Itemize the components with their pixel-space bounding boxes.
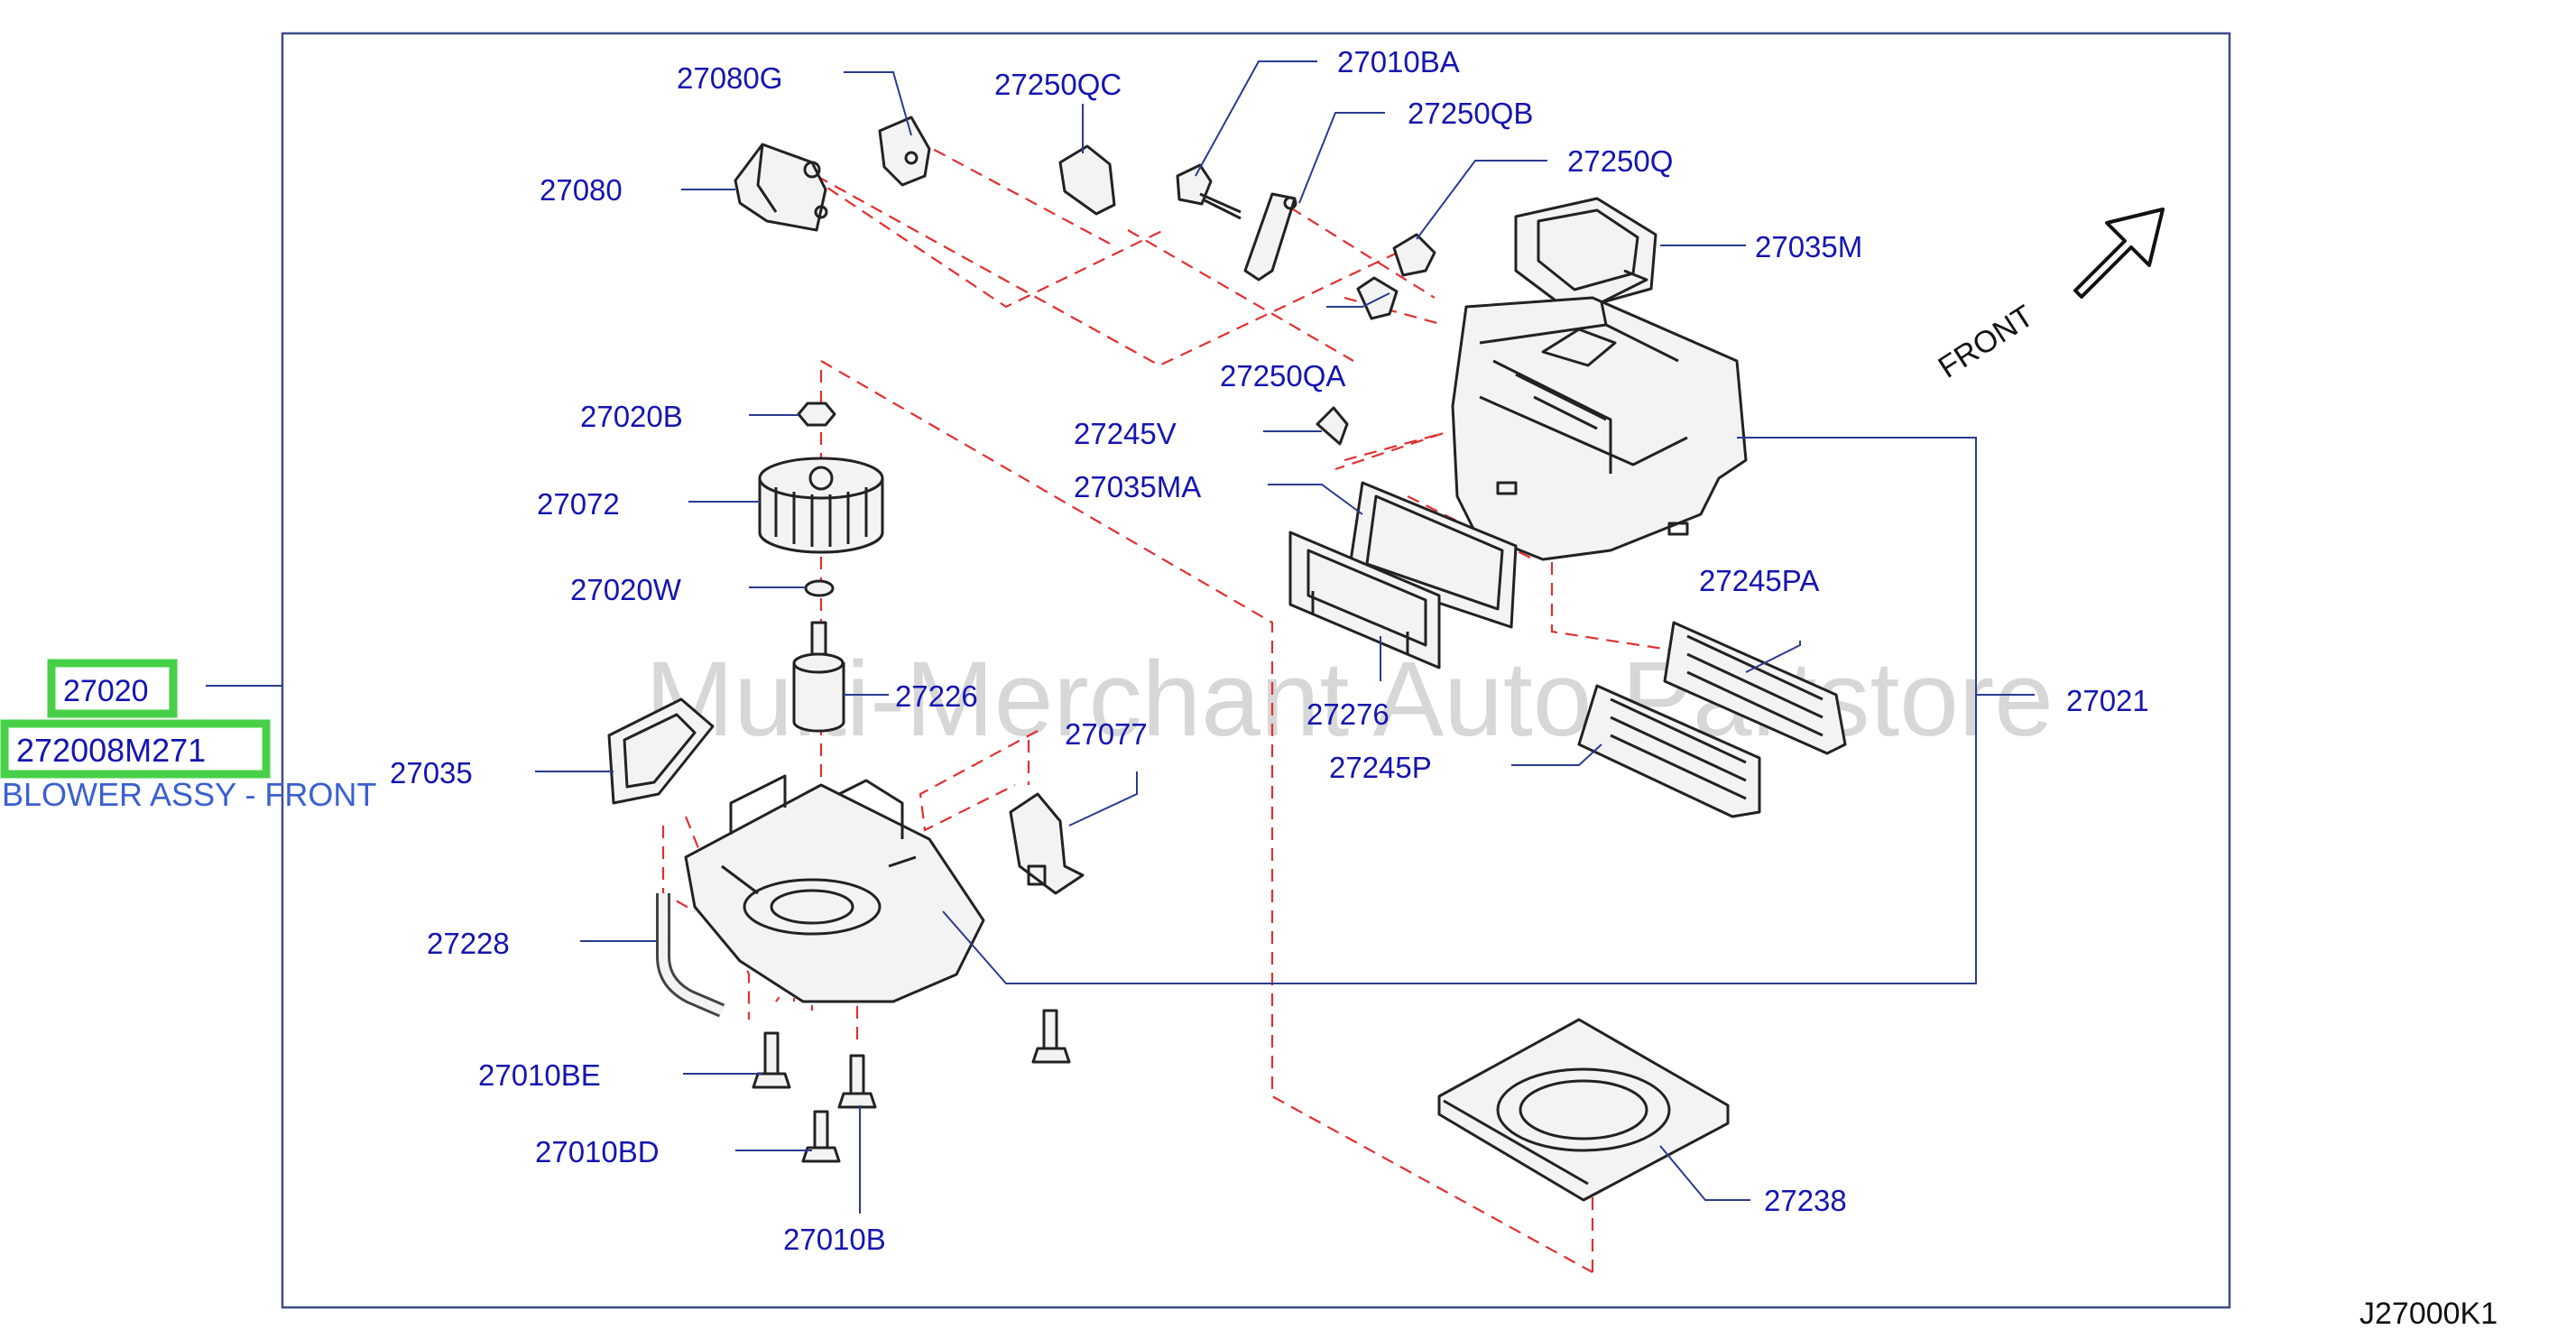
callout-27077[interactable]: 27077 (1065, 717, 1148, 751)
hose-27228 (656, 893, 725, 1018)
callout-27245V[interactable]: 27245V (1074, 417, 1177, 450)
nut-27020B (797, 402, 836, 427)
svg-text:272008M271: 272008M271 (16, 732, 206, 769)
blower-lower-housing (684, 774, 985, 1003)
callout-27010BE[interactable]: 27010BE (478, 1058, 601, 1092)
callout-27020W[interactable]: 27020W (570, 573, 682, 606)
callout-27035M[interactable]: 27035M (1755, 230, 1862, 263)
housing-27021 (1451, 269, 1748, 561)
callout-27250QC[interactable]: 27250QC (994, 68, 1122, 101)
callout-27010BA[interactable]: 27010BA (1337, 45, 1460, 78)
assembly-badge-oem-no[interactable]: 272008M271 (0, 719, 271, 779)
callout-27238[interactable]: 27238 (1764, 1184, 1847, 1217)
seal-27035M (1514, 197, 1657, 313)
callout-27010BD[interactable]: 27010BD (535, 1135, 660, 1168)
bracket-27080G (878, 115, 931, 187)
callout-27250Q[interactable]: 27250Q (1567, 144, 1673, 178)
screw-27010BA (1176, 163, 1242, 220)
actuator-27080 (734, 143, 828, 232)
clip-27250Q (1392, 233, 1436, 277)
motor-27226 (792, 621, 845, 733)
assembly-guides (661, 139, 1670, 1273)
callout-27228[interactable]: 27228 (427, 927, 510, 960)
callout-27226[interactable]: 27226 (895, 679, 978, 713)
diagram-frame (281, 32, 2231, 1309)
callout-27245P[interactable]: 27245P (1329, 751, 1432, 784)
leader-lines (206, 60, 2035, 1214)
seal-27035MA (1347, 481, 1518, 629)
bolt-27010BE (752, 1031, 791, 1089)
filter-27245P (1577, 684, 1761, 818)
clip-27245V (1316, 406, 1349, 446)
assembly-badge-part-no[interactable]: 27020 (47, 659, 178, 718)
callout-27276[interactable]: 27276 (1306, 697, 1390, 731)
callout-labels: 27080G 27080 27250QC 27010BA 27250QB 272… (390, 45, 2149, 1256)
callout-27035[interactable]: 27035 (390, 756, 473, 790)
callout-27250QA[interactable]: 27250QA (1220, 359, 1345, 392)
link-27250QC (1058, 144, 1116, 216)
figure-code: J27000K1 (2359, 1297, 2498, 1331)
seal-27035 (607, 697, 715, 805)
clip-27250QA (1356, 276, 1399, 320)
callout-27245PA[interactable]: 27245PA (1699, 564, 1819, 597)
bolt-27010BD (801, 1110, 841, 1163)
callout-27072[interactable]: 27072 (537, 487, 620, 521)
callout-27080G[interactable]: 27080G (677, 61, 782, 95)
filter-27245PA (1663, 621, 1847, 755)
bolt-27010B (837, 1054, 877, 1109)
svg-text:27020: 27020 (63, 674, 149, 708)
callout-27080[interactable]: 27080 (540, 173, 623, 207)
assembly-description: BLOWER ASSY - FRONT (2, 776, 376, 813)
lever-27250QB (1243, 192, 1297, 282)
callout-27010B[interactable]: 27010B (783, 1223, 886, 1256)
callout-27250QB[interactable]: 27250QB (1408, 97, 1533, 130)
bolt-extra (1031, 1009, 1071, 1064)
callout-27021[interactable]: 27021 (2066, 684, 2149, 717)
filter-frame-27276 (1288, 531, 1441, 670)
duct-27077 (1009, 792, 1085, 895)
callout-27020B[interactable]: 27020B (580, 400, 683, 433)
callout-27035MA[interactable]: 27035MA (1074, 470, 1201, 503)
washer-27020W (804, 579, 835, 597)
front-direction-arrow (2073, 208, 2165, 299)
fan-27072 (758, 457, 884, 554)
base-plate-27238 (1437, 1018, 1730, 1202)
front-label: FRONT (1933, 299, 2040, 385)
